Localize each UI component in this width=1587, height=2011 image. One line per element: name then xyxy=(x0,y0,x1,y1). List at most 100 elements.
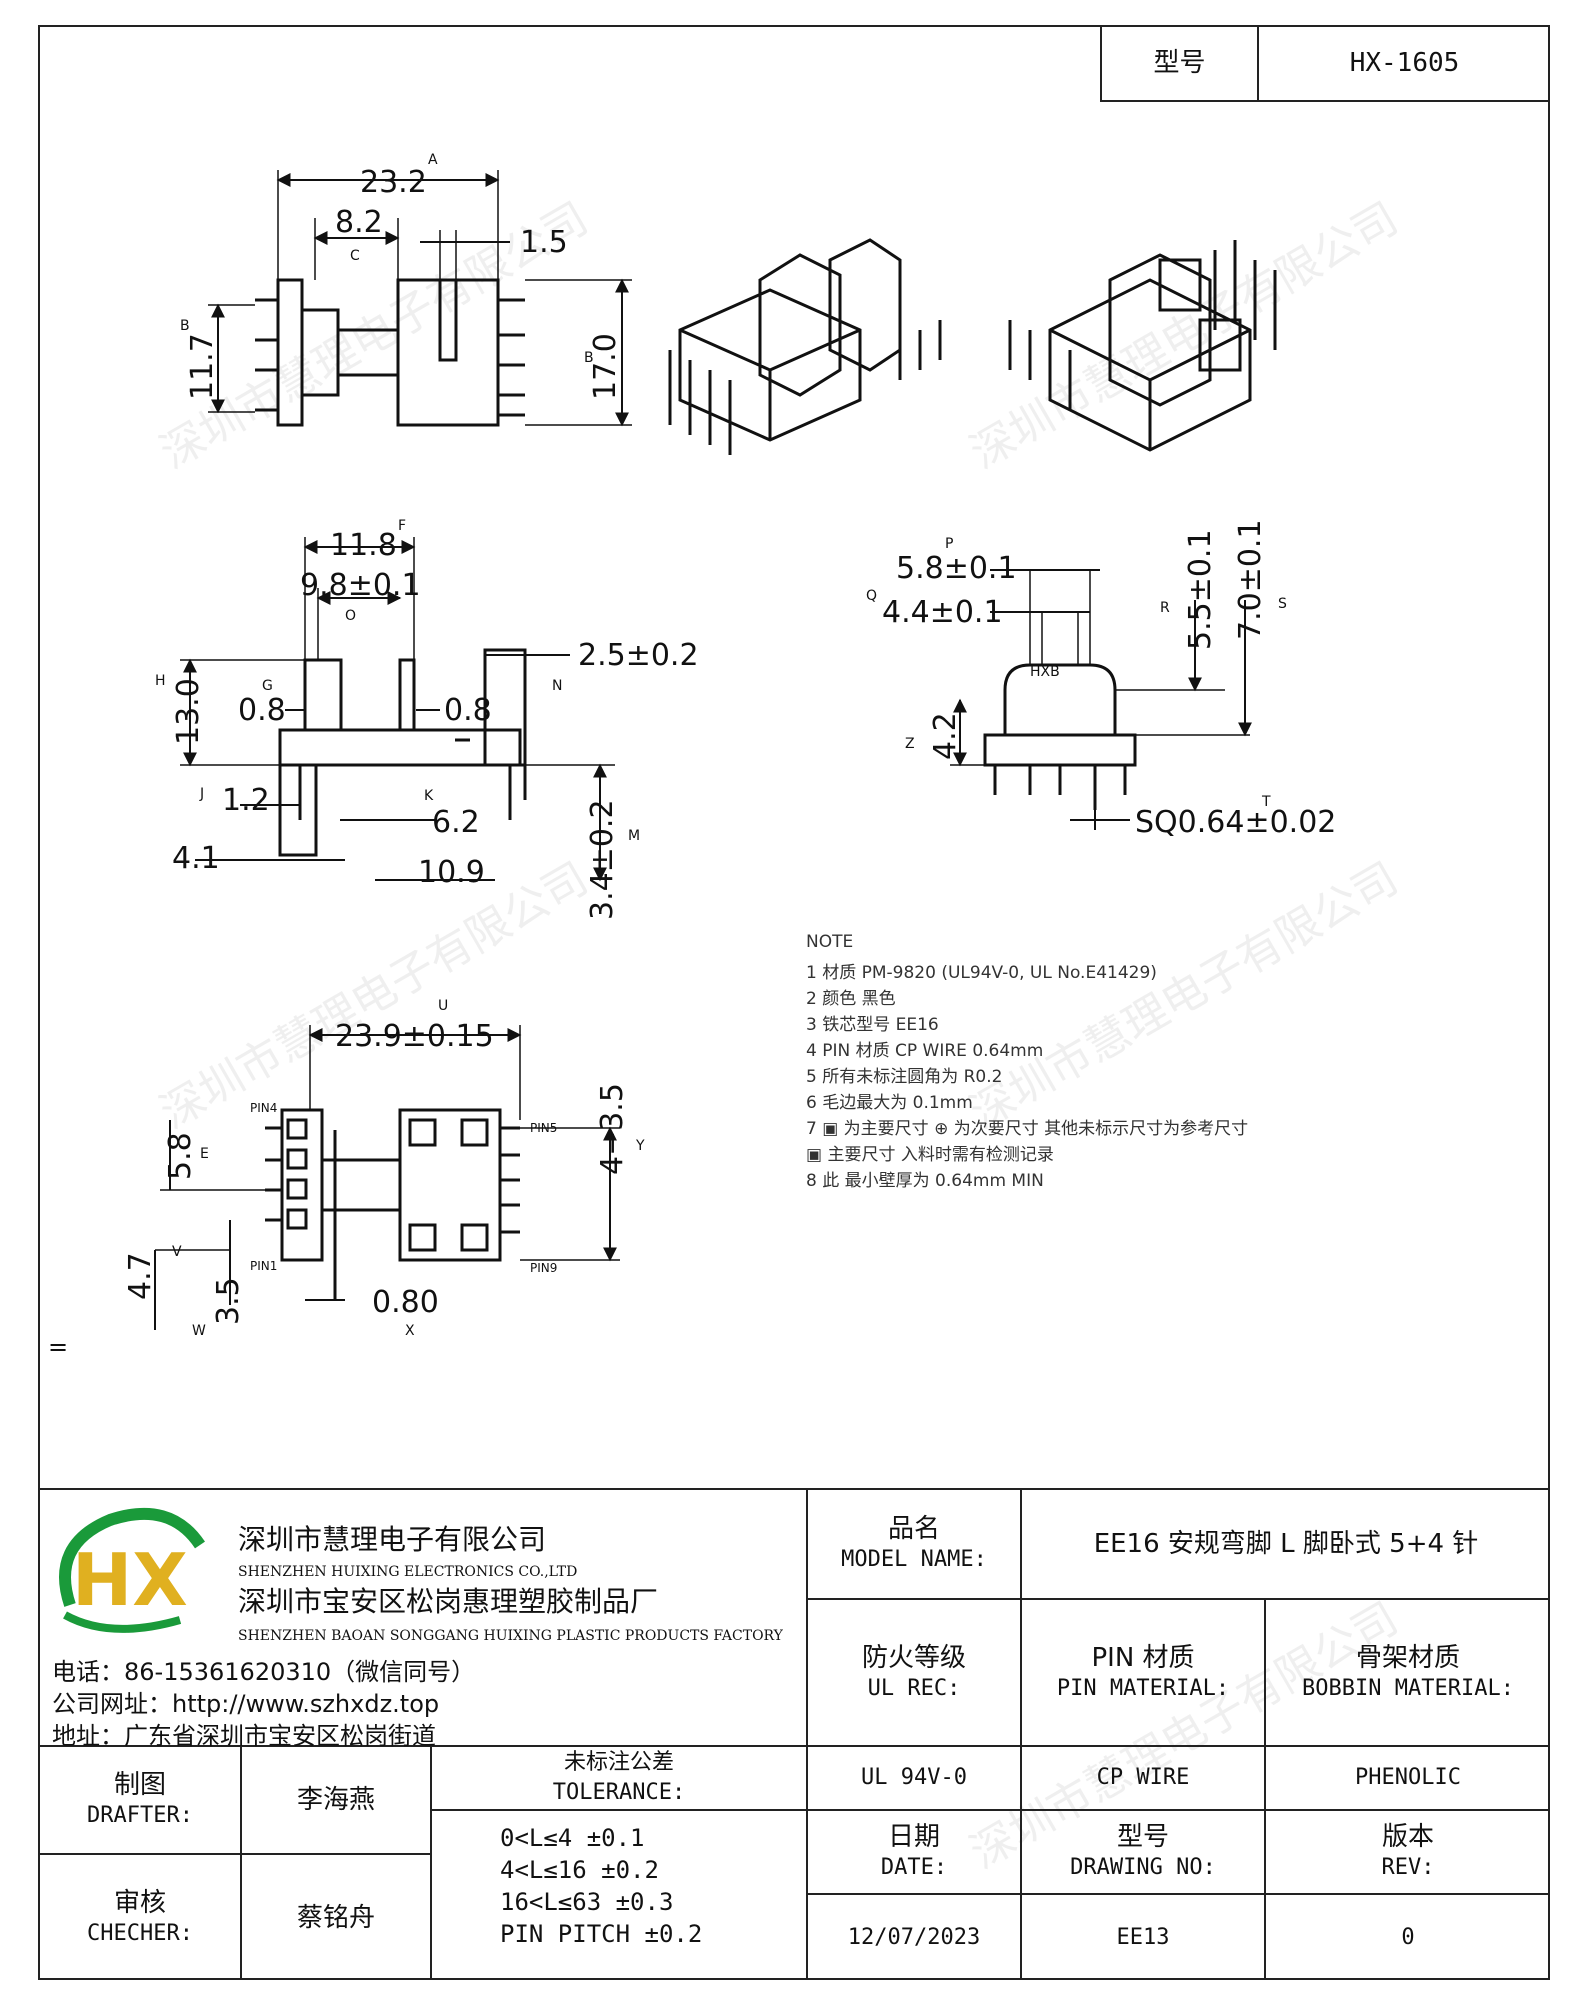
dim-13-0: 13.0 xyxy=(171,678,206,745)
tag-n: N xyxy=(552,678,562,694)
note-line: 2 颜色 黑色 xyxy=(806,989,896,1009)
dim-4-2: 4.2 xyxy=(928,712,963,760)
tag-v: V xyxy=(172,1244,182,1260)
note-line: 1 材质 PM-9820 (UL94V-0, UL No.E41429) xyxy=(806,963,1157,983)
company-address: 地址：广东省深圳市宝安区松岗街道 xyxy=(52,1722,436,1750)
tolerance-list: 0<L≤4 ±0.1 4<L≤16 ±0.2 16<L≤63 ±0.3 PIN … xyxy=(500,1822,702,1950)
dim-4-4: 4.4±0.1 xyxy=(882,595,1003,630)
company-logo: HX xyxy=(59,1507,205,1633)
drafter-en: DRAFTER: xyxy=(87,1803,193,1828)
checker-cn: 审核 xyxy=(113,1887,166,1918)
tag-q: Q xyxy=(866,588,877,604)
tag-g: G xyxy=(262,678,273,694)
ul-rec-label: 防火等级 UL REC: xyxy=(808,1600,1020,1745)
model-name-cn: 品名 xyxy=(887,1514,940,1544)
isometric-view-1 xyxy=(668,238,942,455)
tag-x: X xyxy=(405,1323,415,1339)
note-line: 5 所有未标注圆角为 R0.2 xyxy=(806,1067,1003,1087)
pin-material-en: PIN MATERIAL: xyxy=(1056,1675,1230,1701)
logo-text: HX xyxy=(72,1538,188,1622)
dim-17-0: 17.0 xyxy=(588,333,623,400)
pin5-label: PIN5 xyxy=(530,1121,557,1135)
header-model-label: 型号 xyxy=(1153,47,1206,78)
tag-h-side: H xyxy=(155,673,166,689)
dim-4-1: 4.1 xyxy=(172,841,220,876)
drawing-no-value: EE13 xyxy=(1116,1924,1170,1950)
date-value: 12/07/2023 xyxy=(847,1924,981,1950)
tolerance-cn: 未标注公差 xyxy=(563,1750,674,1775)
company-website: 公司网址：http://www.szhxdz.top xyxy=(52,1690,440,1718)
note-line: 3 铁芯型号 EE16 xyxy=(806,1015,939,1035)
isometric-view-2 xyxy=(1008,240,1277,452)
tag-m: M xyxy=(628,828,640,844)
tag-t: T xyxy=(1261,794,1271,810)
note-line: 7 ▣ 为主要尺寸 ⊕ 为次要尺寸 其他未标示尺寸为参考尺寸 xyxy=(806,1119,1249,1139)
dim-0-8a: 0.8 xyxy=(238,693,286,728)
dim-23-9: 23.9±0.15 xyxy=(335,1019,494,1054)
tag-y: Y xyxy=(635,1138,645,1154)
pin-material-cn: PIN 材质 xyxy=(1091,1642,1195,1673)
engineering-drawing: 23.2 A 8.2 C 1.5 11.7 B 17.0 B 11.8 F 9.… xyxy=(48,152,1336,1361)
bottom-view xyxy=(154,1025,620,1330)
note-line: 6 毛边最大为 0.1mm xyxy=(806,1093,973,1113)
tag-c: C xyxy=(350,248,360,264)
factory-name-en: SHENZHEN BAOAN SONGGANG HUIXING PLASTIC … xyxy=(238,1628,783,1644)
bobbin-material-cn: 骨架材质 xyxy=(1355,1642,1460,1673)
dim-0-80: 0.80 xyxy=(372,1285,439,1320)
dim-7-0: 7.0±0.1 xyxy=(1233,519,1268,640)
checker-name: 蔡铭舟 xyxy=(296,1902,375,1933)
tag-f: F xyxy=(398,518,406,534)
model-name-en: MODEL NAME: xyxy=(841,1547,987,1572)
model-name-value: EE16 安规弯脚 L 脚卧式 5+4 针 xyxy=(1093,1529,1479,1559)
tag-s: S xyxy=(1278,596,1287,612)
pin4-label: PIN4 xyxy=(250,1101,277,1115)
note-line: 8 此 最小壁厚为 0.64mm MIN xyxy=(806,1171,1044,1191)
bobbin-material-value: PHENOLIC xyxy=(1355,1765,1461,1790)
tolerance-item: 16<L≤63 ±0.3 xyxy=(500,1888,674,1916)
rev-label: 版本 REV: xyxy=(1266,1811,1550,1893)
tag-j: J xyxy=(199,786,204,802)
company-name-en: SHENZHEN HUIXING ELECTRONICS CO.,LTD xyxy=(238,1564,578,1580)
note-line: NOTE xyxy=(806,932,854,952)
dim-2-5: 2.5±0.2 xyxy=(578,638,699,673)
dim-4-7: 4.7 xyxy=(123,1252,158,1300)
rev-cn: 版本 xyxy=(1381,1822,1434,1852)
pin9-label: PIN9 xyxy=(530,1261,557,1275)
tag-k: K xyxy=(424,788,434,804)
model-name-label: 品名 MODEL NAME: xyxy=(808,1490,1020,1598)
dim-9-8: 9.8±0.1 xyxy=(300,568,421,603)
drawing-no-en: DRAWING NO: xyxy=(1070,1855,1216,1880)
bobbin-material-label: 骨架材质 BOBBIN MATERIAL: xyxy=(1266,1600,1550,1745)
tag-p: P xyxy=(945,536,953,552)
drafter-label: 制图 DRAFTER: xyxy=(40,1747,240,1853)
header-model-value: HX-1605 xyxy=(1349,47,1460,78)
drafter-name: 李海燕 xyxy=(296,1785,375,1815)
date-en: DATE: xyxy=(880,1855,948,1880)
company-name-cn: 深圳市慧理电子有限公司 xyxy=(238,1523,547,1556)
tag-r: R xyxy=(1160,600,1170,616)
rev-value: 0 xyxy=(1401,1924,1415,1950)
dim-23-2: 23.2 xyxy=(360,165,427,200)
pin1-label: PIN1 xyxy=(250,1259,277,1273)
tolerance-label: 未标注公差 TOLERANCE: xyxy=(432,1747,806,1809)
bobbin-mark: HXB xyxy=(1030,664,1060,680)
tag-h-top: B xyxy=(584,350,594,366)
tag-a: A xyxy=(428,152,438,168)
dim-11-7: 11.7 xyxy=(185,333,220,400)
rev-en: REV: xyxy=(1381,1855,1435,1880)
tolerance-item: 0<L≤4 ±0.1 xyxy=(500,1824,645,1852)
dim-10-9: 10.9 xyxy=(418,855,485,890)
dim-11-8: 11.8 xyxy=(330,528,397,563)
factory-name-cn: 深圳市宝安区松岗惠理塑胶制品厂 xyxy=(238,1585,659,1618)
dim-1-5: 1.5 xyxy=(520,225,568,260)
tag-u: U xyxy=(438,998,448,1014)
tolerance-item: 4<L≤16 ±0.2 xyxy=(500,1856,659,1884)
ul-rec-cn: 防火等级 xyxy=(861,1642,966,1673)
drawing-no-label: 型号 DRAWING NO: xyxy=(1022,1811,1264,1893)
dim-5-8-front: 5.8±0.1 xyxy=(896,551,1017,586)
tag-o: O xyxy=(345,608,356,624)
drawing-frame xyxy=(38,25,1550,1980)
tag-e: E xyxy=(200,1146,209,1162)
pin-material-value: CP WIRE xyxy=(1096,1765,1190,1790)
ul-rec-value: UL 94V-0 xyxy=(861,1765,967,1790)
